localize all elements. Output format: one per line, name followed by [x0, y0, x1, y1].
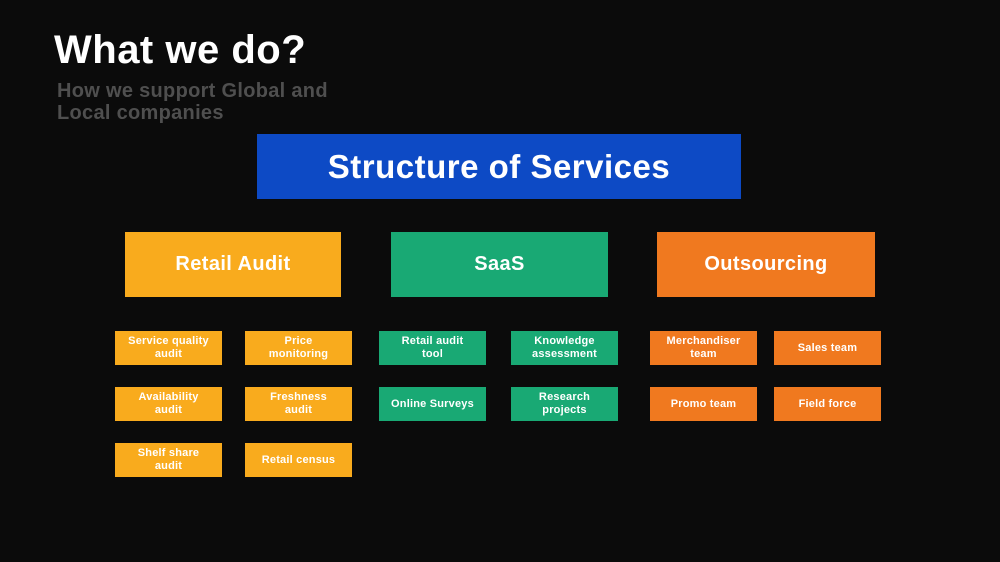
column-header-retail-audit: Retail Audit	[125, 232, 341, 297]
box-sales-team: Sales team	[774, 331, 881, 365]
slide-subtitle-line1: How we support Global and	[57, 80, 328, 102]
slide-title: What we do?	[54, 28, 307, 72]
box-online-surveys: Online Surveys	[379, 387, 486, 421]
column-header-outsourcing: Outsourcing	[657, 232, 875, 297]
box-shelf-share-audit: Shelf share audit	[115, 443, 222, 477]
slide-subtitle: How we support Global and Local companie…	[57, 80, 328, 124]
box-freshness-audit: Freshness audit	[245, 387, 352, 421]
box-service-quality-audit: Service quality audit	[115, 331, 222, 365]
box-field-force: Field force	[774, 387, 881, 421]
box-retail-census: Retail census	[245, 443, 352, 477]
box-availability-audit: Availability audit	[115, 387, 222, 421]
box-promo-team: Promo team	[650, 387, 757, 421]
box-retail-audit-tool: Retail audit tool	[379, 331, 486, 365]
box-research-projects: Research projects	[511, 387, 618, 421]
box-knowledge-assessment: Knowledge assessment	[511, 331, 618, 365]
section-banner: Structure of Services	[257, 134, 741, 199]
column-header-saas: SaaS	[391, 232, 608, 297]
box-price-monitoring: Price monitoring	[245, 331, 352, 365]
slide-subtitle-line2: Local companies	[57, 102, 224, 124]
box-merchandiser-team: Merchandiser team	[650, 331, 757, 365]
